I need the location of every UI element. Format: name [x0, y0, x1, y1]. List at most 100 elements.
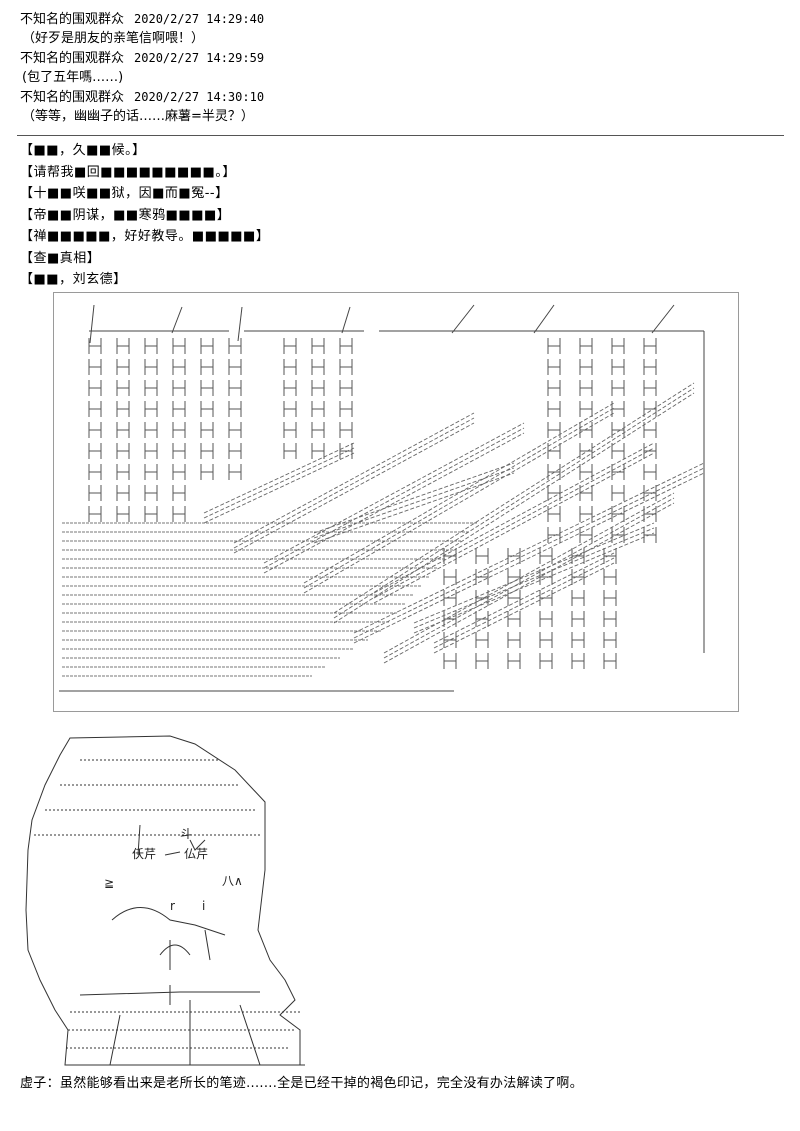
window-glyph	[144, 422, 158, 438]
streak-line	[203, 452, 355, 524]
window-glyph	[144, 380, 158, 396]
window-glyph	[172, 464, 186, 480]
window-glyph	[611, 359, 625, 375]
streak-line	[433, 557, 615, 649]
window-glyph	[172, 401, 186, 417]
window-glyph	[311, 359, 325, 375]
window-glyph	[475, 632, 489, 648]
window-glyph	[200, 380, 214, 396]
window-glyph	[475, 548, 489, 564]
window-glyph	[116, 338, 130, 354]
window-glyph	[571, 653, 585, 669]
window-glyph	[172, 506, 186, 522]
window-glyph	[311, 443, 325, 459]
ascii-art-scene	[53, 292, 739, 712]
window-glyph	[611, 380, 625, 396]
window-glyph	[579, 506, 593, 522]
streak-line	[313, 467, 515, 539]
letter-line: 【■■，久■■候。】	[20, 143, 146, 158]
window-glyph	[88, 359, 102, 375]
window-glyph	[603, 611, 617, 627]
comment-text: （好歹是朋友的亲笔信啊喂！）	[22, 31, 205, 46]
window-glyph	[507, 611, 521, 627]
window-glyph	[228, 359, 242, 375]
comment-user: 不知名的围观群众	[20, 90, 125, 105]
streak-line	[353, 472, 705, 644]
window-glyph	[643, 380, 657, 396]
window-glyph	[643, 359, 657, 375]
window-glyph	[228, 401, 242, 417]
window-glyph	[88, 485, 102, 501]
window-glyph	[547, 380, 561, 396]
window-glyph	[643, 443, 657, 459]
streak-line	[353, 467, 705, 639]
window-glyph	[200, 338, 214, 354]
streak-line	[433, 562, 615, 654]
window-glyph	[507, 548, 521, 564]
window-glyph	[475, 569, 489, 585]
window-glyph	[571, 548, 585, 564]
window-glyph	[611, 338, 625, 354]
window-glyph	[311, 380, 325, 396]
window-glyph	[643, 485, 657, 501]
window-glyph	[200, 422, 214, 438]
section-divider	[17, 135, 784, 136]
window-glyph	[579, 485, 593, 501]
window-glyph	[311, 401, 325, 417]
window-glyph	[507, 569, 521, 585]
window-glyph	[603, 569, 617, 585]
streak-line	[373, 447, 655, 599]
comment-timestamp: 2020/2/27 14:30:10	[134, 90, 265, 104]
window-glyph	[116, 464, 130, 480]
streak-line	[413, 522, 655, 624]
window-glyph	[200, 401, 214, 417]
portrait-glyph: r	[170, 899, 175, 913]
portrait-glyph: i	[202, 899, 205, 913]
window-glyph	[571, 569, 585, 585]
window-glyph	[172, 443, 186, 459]
portrait-glyph: 仏芹	[184, 847, 208, 861]
portrait-glyph: 仸芹	[132, 847, 156, 861]
window-glyph	[611, 527, 625, 543]
scene-art-icon	[59, 304, 705, 692]
window-glyph	[144, 401, 158, 417]
window-glyph	[443, 653, 457, 669]
window-glyph	[579, 527, 593, 543]
window-glyph	[144, 506, 158, 522]
window-glyph	[603, 548, 617, 564]
window-glyph	[507, 590, 521, 606]
comment-user: 不知名的围观群众	[20, 51, 125, 66]
streak-line	[383, 502, 675, 664]
window-glyph	[611, 422, 625, 438]
window-glyph	[643, 464, 657, 480]
window-glyph	[283, 443, 297, 459]
window-glyph	[475, 611, 489, 627]
window-glyph	[539, 653, 553, 669]
window-glyph	[339, 443, 353, 459]
window-glyph	[200, 359, 214, 375]
window-glyph	[643, 422, 657, 438]
comment-text: (包了五年嗎……)	[22, 70, 124, 85]
streak-line	[303, 412, 615, 594]
window-glyph	[539, 548, 553, 564]
window-glyph	[547, 359, 561, 375]
window-glyph	[283, 422, 297, 438]
window-glyph	[579, 443, 593, 459]
window-glyph	[228, 443, 242, 459]
letter-line: 【请帮我■回■■■■■■■■■。】	[20, 164, 236, 180]
window-glyph	[116, 443, 130, 459]
window-glyph	[643, 401, 657, 417]
window-glyph	[88, 422, 102, 438]
streak-line	[313, 472, 515, 544]
window-glyph	[507, 653, 521, 669]
window-glyph	[579, 380, 593, 396]
streak-line	[383, 497, 675, 659]
portrait-glyph: ≧	[104, 876, 114, 890]
window-glyph	[579, 422, 593, 438]
window-glyph	[88, 338, 102, 354]
window-glyph	[579, 338, 593, 354]
